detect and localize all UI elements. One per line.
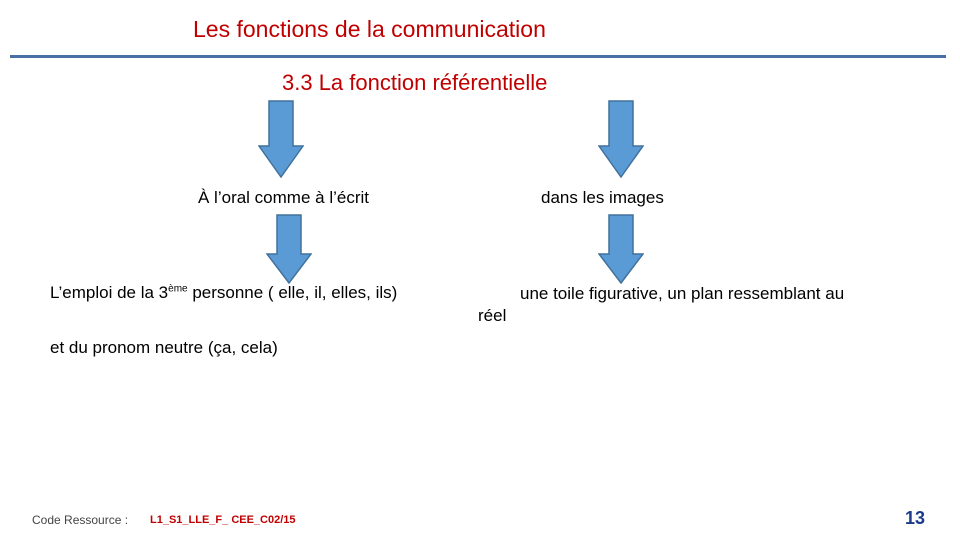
left-item-pronouns: L’emploi de la 3ème personne ( elle, il,… (50, 283, 397, 303)
left-item-pronouns-pre: L’emploi de la 3 (50, 283, 169, 302)
right-heading: dans les images (541, 188, 664, 207)
arrow-down-icon (598, 100, 644, 178)
title-divider (10, 55, 946, 58)
footer-label: Code Ressource : (32, 513, 129, 527)
left-item-neutral: et du pronom neutre (ça, cela) (50, 338, 278, 357)
arrow-down-icon (258, 100, 304, 178)
page-number: 13 (905, 508, 926, 528)
right-item-line1: une toile figurative, un plan ressemblan… (520, 284, 845, 303)
left-item-pronouns-post: personne ( elle, il, elles, ils) (187, 283, 398, 302)
left-heading: À l’oral comme à l’écrit (198, 188, 369, 207)
footer-code: L1_S1_LLE_F_ CEE_C02/15 (150, 514, 296, 526)
left-item-pronouns-sup: ème (168, 283, 188, 295)
right-item-line2: réel (478, 306, 507, 325)
slide-title: Les fonctions de la communication (193, 16, 546, 42)
slide-subtitle: 3.3 La fonction référentielle (282, 70, 548, 95)
arrow-down-icon (266, 214, 312, 284)
arrow-down-icon (598, 214, 644, 284)
